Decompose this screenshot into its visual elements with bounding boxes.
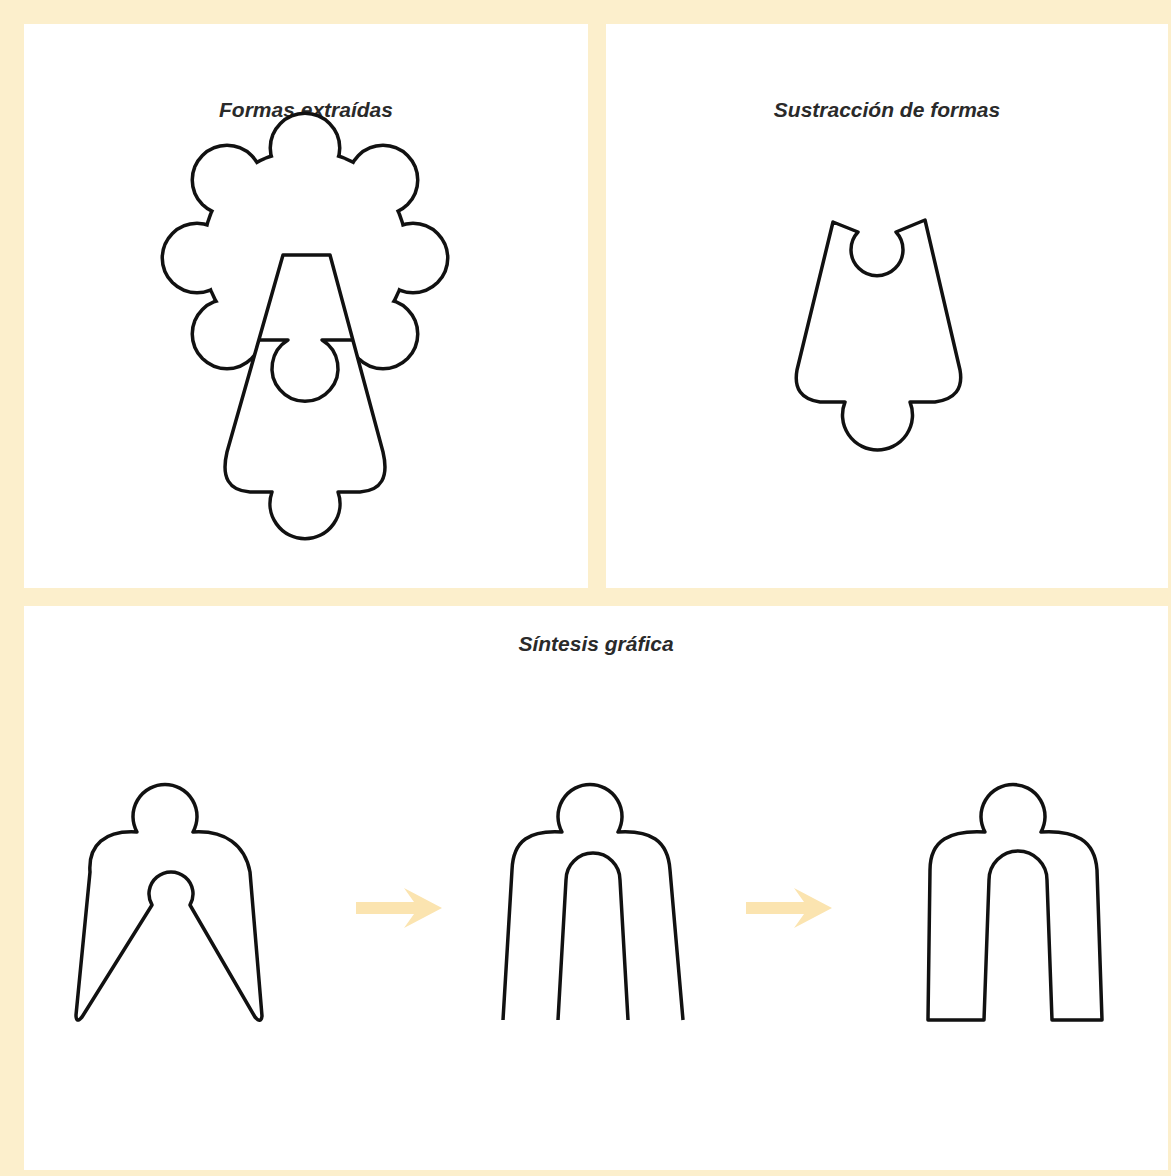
panel-title: Síntesis gráfica (24, 632, 1168, 656)
panel-title: Sustracción de formas (606, 98, 1168, 122)
panel-title: Formas extraídas (24, 98, 588, 122)
panel: Formas extraídas (24, 24, 588, 588)
panel: Sustracción de formas (606, 24, 1168, 588)
panel: Síntesis gráfica (24, 606, 1168, 1170)
